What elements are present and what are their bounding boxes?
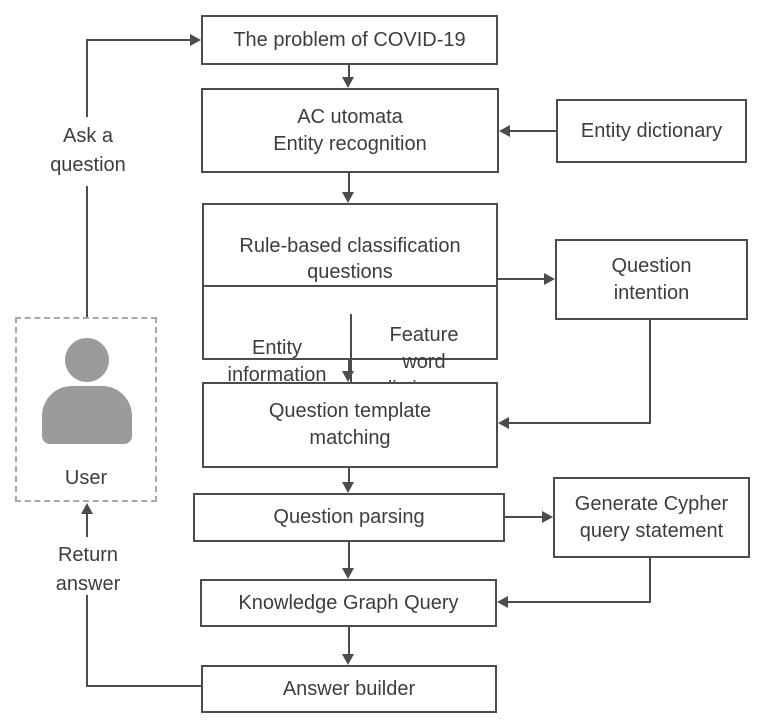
line-ask-horizontal [86, 39, 191, 41]
arrowhead-return-to-user [81, 503, 93, 514]
user-silhouette-icon [65, 338, 109, 382]
line-rule-to-template [348, 360, 350, 372]
line-cypher-drop [649, 558, 651, 603]
arrowhead-ask-to-problem [190, 34, 201, 46]
node-answer-builder: Answer builder [201, 665, 497, 713]
ask-a-question-label: Ask a question [28, 122, 148, 180]
node-question-parsing: Question parsing [193, 493, 505, 542]
line-rule-to-intention [498, 278, 545, 280]
user-actor-box: User [15, 317, 157, 502]
line-return-vertical-upper [86, 513, 88, 537]
node-question-template-matching: Question template matching [202, 382, 498, 468]
node-ac-automata-entity-recognition: AC utomata Entity recognition [201, 88, 499, 173]
arrowhead-problem-to-ac [342, 77, 354, 88]
line-ac-to-rule [348, 173, 350, 193]
arrowhead-kgq-to-answer [342, 654, 354, 665]
arrowhead-rule-to-intention [544, 273, 555, 285]
line-intention-drop [649, 320, 651, 424]
arrowhead-ac-to-rule [342, 192, 354, 203]
line-ask-vertical-upper [86, 39, 88, 117]
node-generate-cypher-query: Generate Cypher query statement [553, 477, 750, 558]
line-return-vertical-lower [86, 595, 88, 687]
arrowhead-parsing-to-kgq [342, 568, 354, 579]
arrowhead-cypher-to-kgq [497, 596, 508, 608]
arrowhead-rule-to-template [342, 371, 354, 382]
node-rule-based-classification-header: Rule-based classification questions [204, 232, 496, 287]
line-template-to-parsing [348, 468, 350, 483]
line-entity-dict-to-ac [509, 130, 556, 132]
node-question-intention: Question intention [555, 239, 748, 320]
node-entity-dictionary: Entity dictionary [556, 99, 747, 163]
node-rule-based-classification: Rule-based classification questions Enti… [202, 203, 498, 410]
line-ask-vertical-lower [86, 186, 88, 317]
return-answer-label: Return answer [28, 541, 148, 599]
node-problem-of-covid19: The problem of COVID-19 [201, 15, 498, 65]
arrowhead-intention-to-template [498, 417, 509, 429]
user-label: User [64, 467, 108, 489]
line-cypher-to-kgq [507, 601, 651, 603]
arrowhead-entity-dict-to-ac [499, 125, 510, 137]
arrowhead-template-to-parsing [342, 482, 354, 493]
line-parsing-to-kgq [348, 542, 350, 569]
line-parsing-to-cypher [505, 516, 543, 518]
line-kgq-to-answer [348, 627, 350, 655]
arrowhead-parsing-to-cypher [542, 511, 553, 523]
node-entity-information: Entity information [204, 314, 352, 410]
line-intention-to-template [508, 422, 651, 424]
user-silhouette-icon-body [42, 386, 132, 444]
node-knowledge-graph-query: Knowledge Graph Query [200, 579, 497, 627]
line-problem-to-ac [348, 65, 350, 79]
line-return-horizontal [86, 685, 201, 687]
